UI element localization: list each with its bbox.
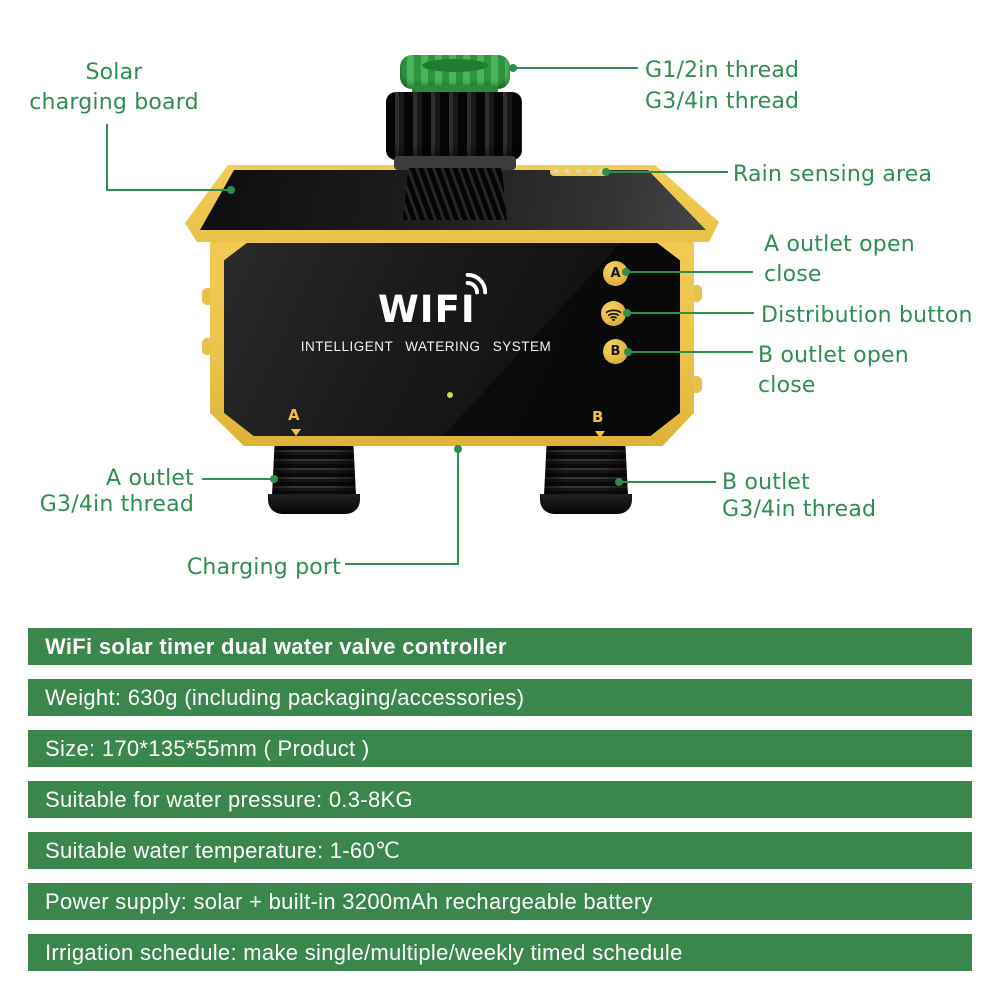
spec-row-title: WiFi solar timer dual water valve contro…: [28, 628, 972, 665]
grip-bump-right-2: [691, 376, 702, 393]
distribution-wifi-button: [601, 301, 626, 326]
leader-solar-horizontal: [106, 189, 232, 191]
outlet-a: [268, 446, 360, 514]
wifi-logo-text: WIFI: [378, 288, 476, 331]
wifi-button-icon: [605, 309, 622, 321]
marker-b: B: [592, 408, 604, 426]
leader-a-open: [628, 271, 753, 273]
outlet-b-button-label: B: [610, 344, 621, 359]
callout-inlet-threads: G1/2in thread G3/4in thread: [645, 55, 799, 117]
spec-row-power: Power supply: solar + built-in 3200mAh r…: [28, 883, 972, 920]
leader-b-outlet-dot: [615, 478, 623, 486]
inlet-cap-green: [400, 55, 510, 89]
callout-solar-charging-board: Solar charging board: [18, 58, 210, 118]
wifi-signal-icon: [465, 272, 488, 295]
inlet-knurled-nut: [386, 92, 522, 160]
inlet-threaded-column: [403, 168, 507, 220]
callout-thread-line2: G3/4in thread: [645, 89, 800, 114]
rain-sensor-dots: [550, 166, 608, 176]
grip-bump-left-1: [202, 288, 213, 305]
leader-charging-horizontal: [345, 563, 459, 565]
callout-rain-sensing-area: Rain sensing area: [733, 162, 933, 187]
callout-thread-line1: G1/2in thread: [645, 58, 800, 83]
outlet-b-collar: [540, 494, 632, 514]
callout-solar-line2: charging board: [29, 90, 199, 115]
leader-distribution-dot: [623, 309, 631, 317]
leader-solar-dot: [227, 186, 235, 194]
spec-row-schedule: Irrigation schedule: make single/multipl…: [28, 934, 972, 971]
outlet-a-threads: [272, 446, 356, 496]
outlet-a-button-label: A: [610, 266, 621, 281]
leader-distribution: [629, 312, 754, 314]
leader-b-outlet: [621, 481, 716, 483]
leader-solar-vertical: [106, 124, 108, 191]
marker-b-arrow-icon: [595, 431, 605, 438]
callout-a-open-line2: close: [764, 262, 822, 287]
leader-b-open-dot: [624, 348, 632, 356]
callout-charging-port: Charging port: [186, 555, 341, 580]
callout-a-outlet-line2: G3/4in thread: [39, 492, 194, 517]
callout-b-outlet-line2: G3/4in thread: [722, 497, 877, 522]
outlet-b-threads: [544, 446, 628, 496]
marker-a: A: [288, 406, 300, 424]
callout-a-outlet-line1: A outlet: [106, 466, 194, 491]
callout-a-open-line1: A outlet open: [764, 232, 915, 257]
callout-a-outlet-open-close: A outlet open close: [764, 230, 915, 290]
leader-rain: [608, 171, 728, 173]
leader-a-outlet-dot: [270, 475, 278, 483]
callout-b-outlet-thread: B outlet G3/4in thread: [722, 469, 876, 523]
spec-row-pressure: Suitable for water pressure: 0.3-8KG: [28, 781, 972, 818]
outlet-a-collar: [268, 494, 360, 514]
grip-bump-right-1: [691, 285, 702, 302]
callout-b-open-line1: B outlet open: [758, 343, 909, 368]
leader-a-open-dot: [622, 268, 630, 276]
outlet-b: [540, 446, 632, 514]
spec-row-temperature: Suitable water temperature: 1-60℃: [28, 832, 972, 869]
status-led: [447, 392, 453, 398]
leader-thread-top: [514, 67, 638, 69]
spec-row-size: Size: 170*135*55mm ( Product ): [28, 730, 972, 767]
callout-distribution-button: Distribution button: [761, 303, 973, 328]
spec-row-weight: Weight: 630g (including packaging/access…: [28, 679, 972, 716]
leader-rain-dot: [602, 168, 610, 176]
inlet-nut-band: [394, 156, 516, 170]
leader-a-outlet: [202, 478, 274, 480]
outlet-b-button: B: [603, 339, 628, 364]
callout-b-outlet-line1: B outlet: [722, 470, 810, 495]
leader-thread-top-dot: [509, 64, 517, 72]
spec-table: WiFi solar timer dual water valve contro…: [28, 628, 972, 985]
callout-solar-line1: Solar: [85, 60, 143, 85]
callout-a-outlet-thread: A outlet G3/4in thread: [18, 466, 194, 518]
charging-port-dot: [454, 445, 462, 453]
callout-b-outlet-open-close: B outlet open close: [758, 341, 909, 401]
leader-charging-vertical: [457, 451, 459, 565]
callout-b-open-line2: close: [758, 373, 816, 398]
device-subtitle: INTELLIGENT WATERING SYSTEM: [300, 339, 552, 354]
leader-b-open: [629, 351, 753, 353]
grip-bump-left-2: [202, 338, 213, 355]
marker-a-arrow-icon: [291, 429, 301, 436]
